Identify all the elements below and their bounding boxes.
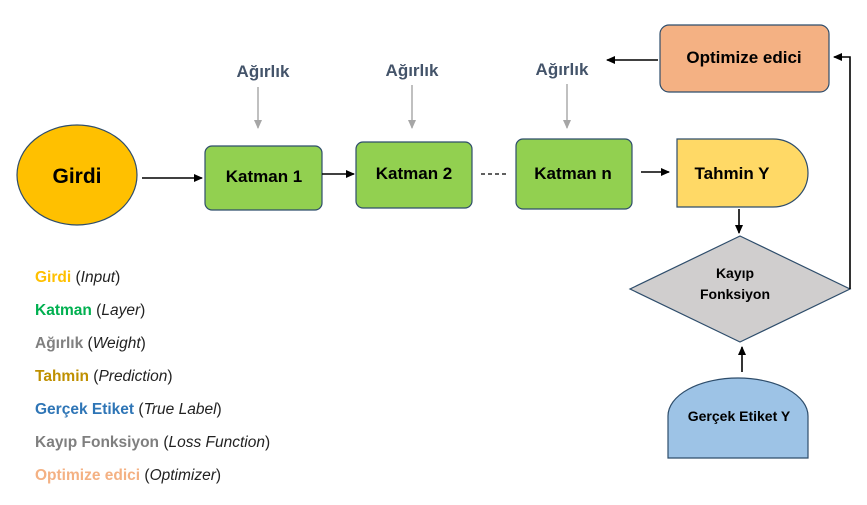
optimizer-label: Optimize edici <box>686 48 801 67</box>
weight-label-1: Ağırlık <box>237 62 290 81</box>
legend-term: Optimize edici <box>35 467 141 484</box>
legend-open-paren: ( <box>71 269 81 286</box>
weight-label-3: Ağırlık <box>536 60 589 79</box>
legend-open-paren: ( <box>88 368 99 385</box>
legend-item: Kayıp Fonksiyon (Loss Function) <box>35 433 270 466</box>
true-label-text: Gerçek Etiket Y <box>688 408 791 424</box>
input-label: Girdi <box>52 165 101 188</box>
legend-open-paren: ( <box>134 401 144 418</box>
arrow-loss-optimizer <box>833 53 851 289</box>
legend-close-paren: ) <box>216 401 222 418</box>
layer2-node <box>355 141 473 209</box>
weight-label-2: Ağırlık <box>386 61 439 80</box>
legend-item: Tahmin (Prediction) <box>35 367 270 400</box>
layer1-label: Katman 1 <box>226 167 303 186</box>
legend-open-paren: ( <box>83 335 93 352</box>
legend-item: Ağırlık (Weight) <box>35 334 270 367</box>
legend: Girdi (Input)Katman (Layer)Ağırlık (Weig… <box>35 268 270 499</box>
legend-open-paren: ( <box>91 302 102 319</box>
layern-node <box>515 138 633 210</box>
legend-close-paren: ) <box>265 434 271 451</box>
optimizer-node <box>659 24 830 93</box>
loss-label-line2: Fonksiyon <box>700 286 770 302</box>
loss-function-node <box>628 235 852 343</box>
legend-description: Prediction <box>98 368 168 385</box>
legend-close-paren: ) <box>167 368 173 385</box>
layer1-node <box>204 145 323 211</box>
legend-term: Gerçek Etiket <box>35 401 135 418</box>
legend-open-paren: ( <box>159 434 169 451</box>
prediction-node <box>676 138 809 208</box>
legend-term: Kayıp Fonksiyon <box>35 434 160 451</box>
legend-description: Layer <box>101 302 141 319</box>
legend-term: Tahmin <box>35 368 89 385</box>
legend-description: Optimizer <box>149 467 216 484</box>
loss-label-line1: Kayıp <box>716 265 754 281</box>
layern-label: Katman n <box>534 164 611 183</box>
legend-close-paren: ) <box>140 302 146 319</box>
legend-description: True Label <box>143 401 217 418</box>
input-node <box>16 124 138 226</box>
legend-term: Ağırlık <box>35 335 84 352</box>
true-label-node <box>667 377 809 459</box>
legend-term: Girdi <box>35 269 72 286</box>
legend-term: Katman <box>35 302 92 319</box>
legend-description: Loss Function <box>168 434 266 451</box>
legend-item: Gerçek Etiket (True Label) <box>35 400 270 433</box>
layer2-label: Katman 2 <box>376 164 453 183</box>
legend-description: Input <box>80 269 116 286</box>
legend-close-paren: ) <box>115 269 121 286</box>
legend-open-paren: ( <box>140 467 150 484</box>
legend-close-paren: ) <box>140 335 146 352</box>
legend-item: Girdi (Input) <box>35 268 270 301</box>
legend-item: Optimize edici (Optimizer) <box>35 466 270 499</box>
legend-item: Katman (Layer) <box>35 301 270 334</box>
legend-close-paren: ) <box>215 467 222 484</box>
legend-description: Weight <box>92 335 141 352</box>
prediction-label: Tahmin Y <box>695 164 771 183</box>
